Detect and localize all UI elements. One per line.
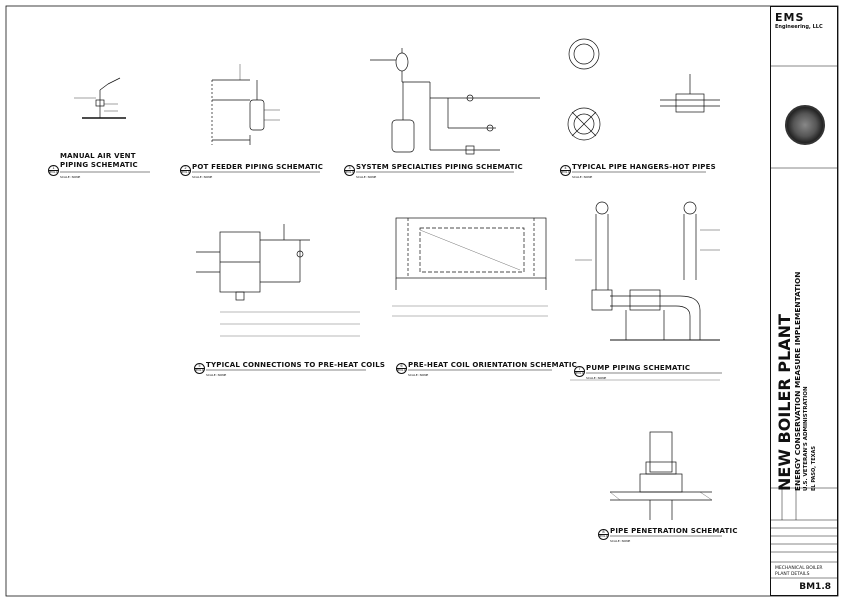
sheet-title-line1: MECHANICAL BOILER <box>775 566 823 571</box>
pot-feeder-detail <box>211 64 280 145</box>
detail-4-title: TYPICAL PIPE HANGERS-HOT PIPES <box>572 163 716 171</box>
detail-4-scale: SCALE: NONE <box>572 175 593 179</box>
va-seal-icon <box>785 105 825 145</box>
detail-6-title: PRE-HEAT COIL ORIENTATION SCHEMATIC <box>408 361 578 369</box>
detail-marker-sheet: BM1.0 <box>345 170 354 174</box>
detail-8-title: PIPE PENETRATION SCHEMATIC <box>610 527 738 535</box>
detail-1-title-line2: PIPING SCHEMATIC <box>60 161 138 169</box>
firm-name: Engineering, LLC <box>775 24 823 30</box>
detail-marker-number: 5 <box>198 364 201 368</box>
detail-6-scale: SCALE: NONE <box>408 373 429 377</box>
title-underlines <box>60 171 722 537</box>
detail-1-title-line1: MANUAL AIR VENT <box>60 152 136 160</box>
detail-marker-sheet: BM1.0 <box>561 170 570 174</box>
detail-marker-number: 6 <box>400 364 403 368</box>
detail-3-title: SYSTEM SPECIALTIES PIPING SCHEMATIC <box>356 163 523 171</box>
preheat-orientation-detail <box>392 217 548 317</box>
detail-marker-number: 8 <box>602 530 605 534</box>
project-title: NEW BOILER PLANT <box>775 314 794 491</box>
detail-marker-number: 7 <box>578 367 581 371</box>
detail-marker-number: 1 <box>52 166 55 170</box>
sheet-title-line2: PLANT DETAILS <box>775 572 810 577</box>
detail-marker-sheet: BM1.0 <box>181 170 190 174</box>
project-subtitle: ENERGY CONSERVATION MEASURE IMPLEMENTATI… <box>793 271 802 491</box>
detail-marker-number: 3 <box>348 166 351 170</box>
detail-2-title: POT FEEDER PIPING SCHEMATIC <box>192 163 324 171</box>
detail-marker-number: 2 <box>184 166 187 170</box>
sheet-number: BM1.8 <box>799 582 831 592</box>
detail-7-title: PUMP PIPING SCHEMATIC <box>586 364 691 372</box>
detail-1-scale: SCALE: NONE <box>60 175 81 179</box>
firm-logo: EMS <box>775 11 805 24</box>
detail-marker-sheet: BM1.0 <box>599 534 608 538</box>
project-location: EL PASO, TEXAS <box>811 446 817 491</box>
title-block: EMS Engineering, LLC NEW BOILER PLANT EN… <box>770 6 838 596</box>
detail-2-scale: SCALE: NONE <box>192 175 213 179</box>
pump-piping-detail <box>570 201 720 381</box>
detail-marker-sheet: BM1.0 <box>195 368 204 372</box>
pipe-penetration-detail <box>609 431 713 520</box>
title-block-lines <box>770 65 838 579</box>
client-name: U.S. VETERAN'S ADMINISTRATION <box>803 386 809 491</box>
detail-marker-number: 4 <box>564 166 567 170</box>
detail-marker-sheet: BM1.0 <box>575 371 584 375</box>
detail-marker-sheet: BM1.0 <box>49 170 58 174</box>
detail-marker-sheet: BM1.0 <box>397 368 406 372</box>
preheat-connections-detail <box>196 224 360 337</box>
detail-5-scale: SCALE: NONE <box>206 373 227 377</box>
system-specialties-detail <box>370 48 540 155</box>
detail-8-scale: SCALE: NONE <box>610 539 631 543</box>
detail-7-scale: SCALE: NONE <box>586 376 607 380</box>
manual-air-vent-detail <box>74 77 126 119</box>
detail-3-scale: SCALE: NONE <box>356 175 377 179</box>
pipe-hangers-detail <box>567 38 720 141</box>
detail-5-title: TYPICAL CONNECTIONS TO PRE-HEAT COILS <box>206 361 386 369</box>
